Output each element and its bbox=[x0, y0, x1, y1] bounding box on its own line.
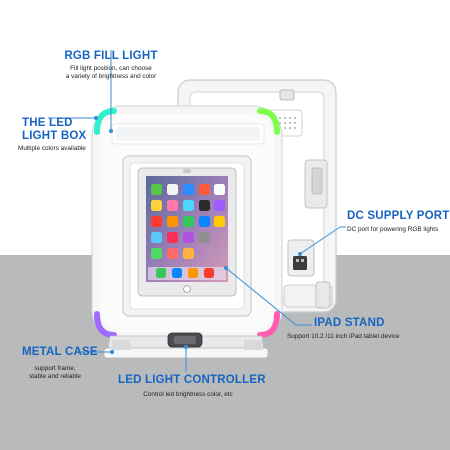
rgb-fill-light-desc-1: Fill light position, can choose bbox=[70, 65, 152, 72]
led-light-controller-desc: Control led brightness color, etc bbox=[143, 391, 233, 398]
ipad-stand-title: IPAD STAND bbox=[314, 317, 385, 329]
ipad-enclosure bbox=[122, 155, 252, 317]
callout-lines bbox=[48, 50, 346, 372]
ipad-stand-desc: Support 10.2 /11 inch iPad tablet device bbox=[287, 333, 400, 340]
dc-supply-port-desc: DC port for powering RGB lights bbox=[347, 226, 439, 233]
led-light-controller-title: LED LIGHT CONTROLLER bbox=[118, 374, 266, 386]
rgb-fill-light-desc-2: a variety of brightness and color bbox=[65, 73, 157, 80]
rgb-fill-light-title: RGB FILL LIGHT bbox=[64, 50, 158, 62]
led-light-box-desc: Multiple colors available bbox=[18, 145, 86, 152]
metal-case-desc-2: stable and reliable bbox=[29, 373, 81, 380]
metal-case-desc-1: support frame, bbox=[34, 365, 76, 372]
led-light-box-title-1: THE LED bbox=[22, 117, 73, 129]
led-light-box-title-2: LIGHT BOX bbox=[22, 130, 87, 142]
metal-case-title: METAL CASE bbox=[22, 346, 98, 358]
dc-supply-port-title: DC SUPPLY PORT bbox=[347, 210, 450, 222]
